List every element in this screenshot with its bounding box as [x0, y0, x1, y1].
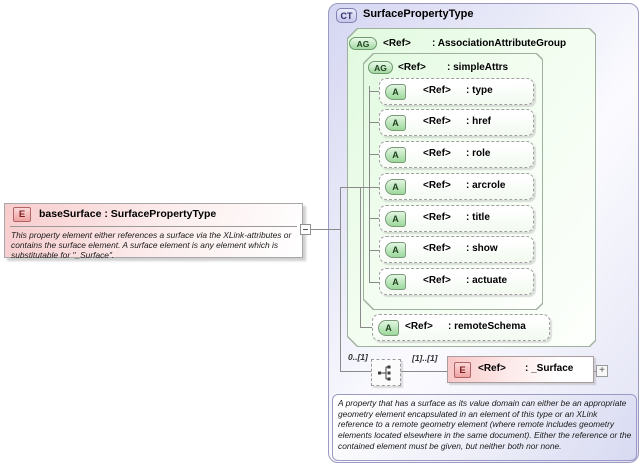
attribute-badge: A — [385, 211, 406, 227]
attribute-badge: A — [385, 115, 406, 131]
element-annotation: This property element either references … — [11, 230, 292, 261]
attribute-ref: <Ref> — [405, 321, 433, 332]
element-node-surface[interactable]: E <Ref> : _Surface — [447, 356, 594, 383]
connector-line — [369, 86, 370, 283]
attribute-group-ref: <Ref> — [398, 62, 426, 73]
attribute-node-arcrole[interactable]: A <Ref> : arcrole — [379, 173, 534, 200]
attribute-ref: <Ref> — [423, 212, 451, 223]
complextype-annotation: A property that has a surface as its val… — [338, 398, 632, 451]
connector-line — [369, 154, 380, 155]
complextype-annotation-panel: A property that has a surface as its val… — [332, 394, 637, 461]
attribute-node-role[interactable]: A <Ref> : role — [379, 141, 534, 168]
attribute-badge: A — [385, 84, 406, 100]
attribute-name: : type — [466, 85, 493, 96]
attribute-name: : remoteSchema — [448, 321, 526, 332]
connector-line — [360, 187, 361, 328]
cardinality-label: [1]..[1] — [412, 353, 438, 363]
attribute-name: : href — [466, 116, 491, 127]
attribute-name: : arcrole — [466, 180, 506, 191]
attribute-node-title[interactable]: A <Ref> : title — [379, 205, 534, 232]
element-node-basesurface[interactable]: E baseSurface : SurfacePropertyType This… — [4, 203, 303, 261]
divider — [10, 226, 297, 227]
complextype-title: SurfacePropertyType — [363, 8, 474, 20]
collapse-toggle[interactable] — [300, 224, 311, 235]
connector-line — [311, 229, 341, 230]
attribute-badge: A — [385, 242, 406, 258]
attribute-badge: A — [385, 179, 406, 195]
complextype-badge: CT — [336, 8, 357, 23]
element-title: baseSurface : SurfacePropertyType — [39, 208, 217, 220]
choice-compositor[interactable] — [371, 359, 401, 386]
attribute-name: : role — [466, 148, 491, 159]
attribute-group-badge: AG — [349, 37, 377, 50]
attribute-ref: <Ref> — [423, 148, 451, 159]
connector-line — [360, 327, 373, 328]
attribute-ref: <Ref> — [423, 243, 451, 254]
cardinality-label: 0..[1] — [348, 352, 368, 362]
attribute-ref: <Ref> — [423, 275, 451, 286]
attribute-badge: A — [385, 147, 406, 163]
attribute-node-remoteschema[interactable]: A <Ref> : remoteSchema — [372, 314, 550, 341]
minus-icon — [303, 229, 308, 230]
attribute-ref: <Ref> — [423, 85, 451, 96]
connector-line — [369, 250, 380, 251]
connector-line — [369, 91, 380, 92]
connector-line — [340, 371, 371, 372]
element-ref: <Ref> — [478, 363, 506, 374]
choice-icon — [378, 365, 391, 380]
attribute-ref: <Ref> — [423, 116, 451, 127]
connector-line — [369, 122, 380, 123]
connector-line — [594, 371, 597, 372]
attribute-node-type[interactable]: A <Ref> : type — [379, 78, 534, 105]
attribute-ref: <Ref> — [423, 180, 451, 191]
attribute-name: : show — [466, 243, 498, 254]
attribute-group-name: : simpleAttrs — [447, 62, 509, 73]
connector-line — [340, 187, 341, 372]
attribute-badge: A — [385, 274, 406, 290]
attribute-group-badge: AG — [368, 61, 393, 74]
attribute-badge: A — [378, 320, 399, 336]
connector-line — [369, 218, 380, 219]
attribute-node-show[interactable]: A <Ref> : show — [379, 236, 534, 263]
connector-line — [369, 282, 380, 283]
element-badge: E — [454, 362, 471, 378]
attribute-group-ref: <Ref> — [383, 38, 411, 49]
expand-toggle[interactable]: + — [596, 365, 608, 377]
element-name: : _Surface — [525, 363, 574, 374]
attribute-name: : title — [466, 212, 490, 223]
attribute-node-actuate[interactable]: A <Ref> : actuate — [379, 268, 534, 295]
element-badge: E — [13, 207, 31, 222]
attribute-node-href[interactable]: A <Ref> : href — [379, 109, 534, 136]
attribute-group-name: : AssociationAttributeGroup — [432, 38, 567, 49]
connector-line — [401, 371, 447, 372]
attribute-name: : actuate — [466, 275, 508, 286]
